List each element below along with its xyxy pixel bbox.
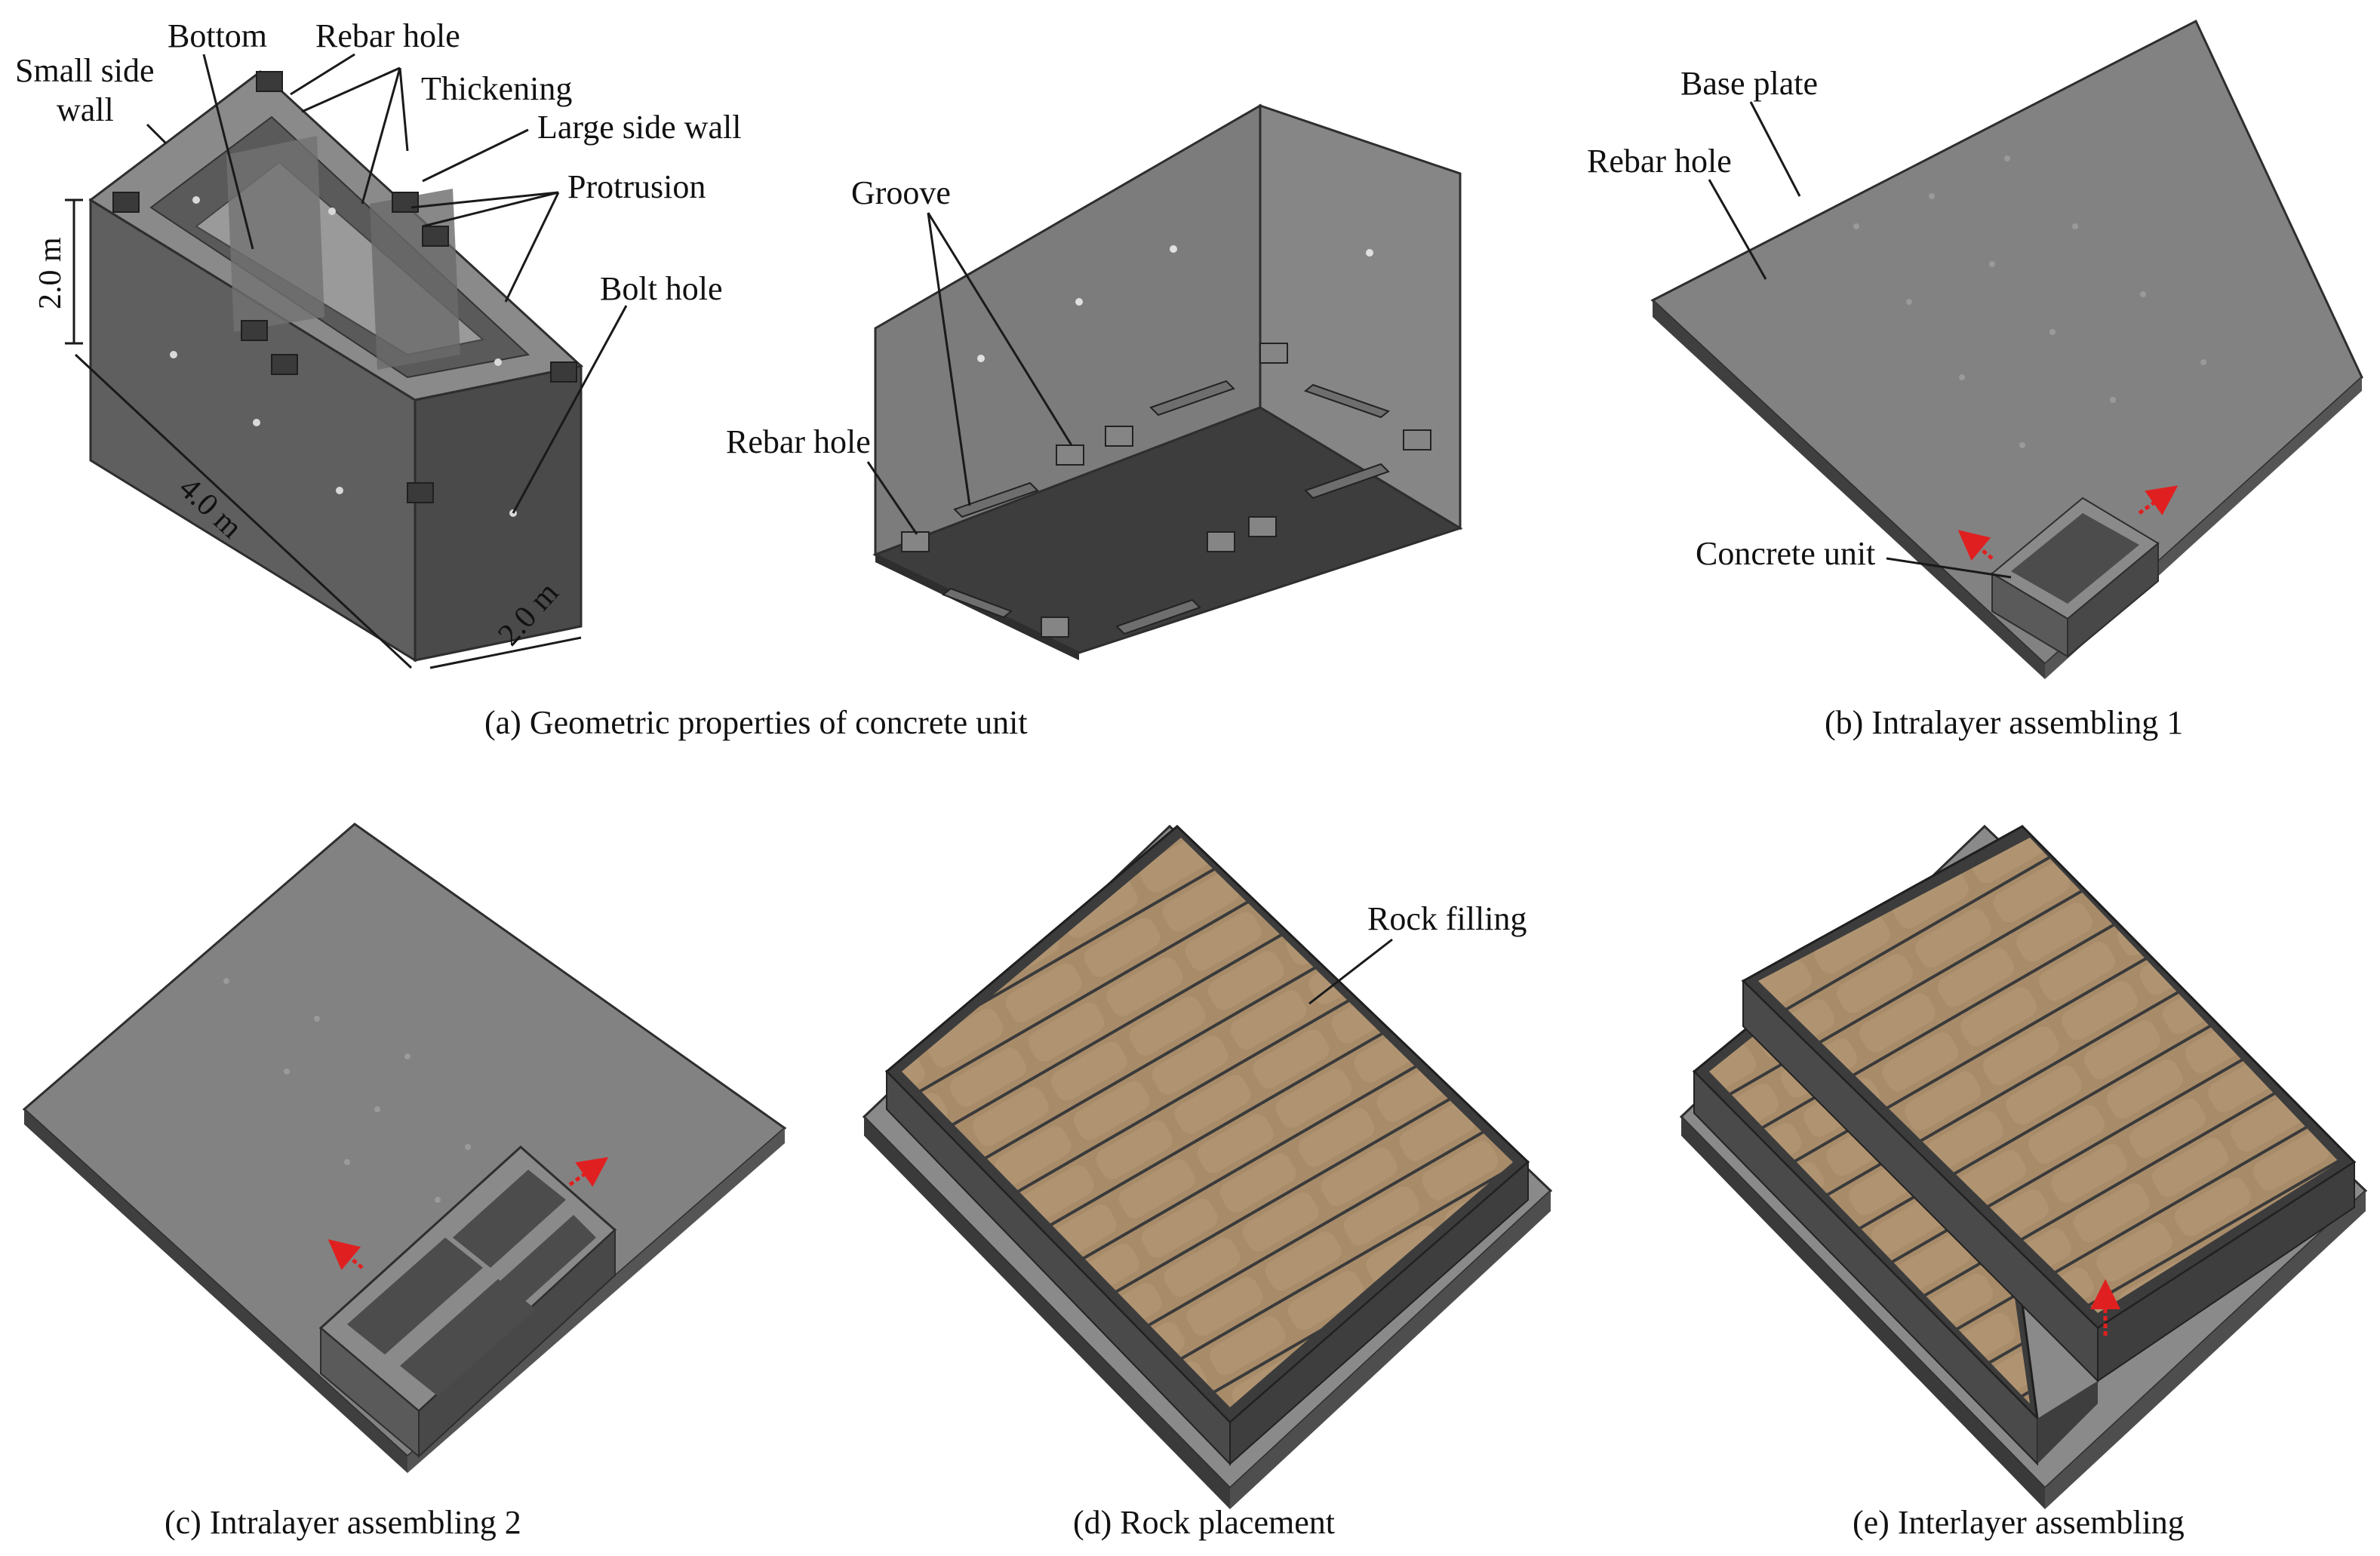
label-protrusion: Protrusion: [567, 168, 706, 205]
label-thickening: Thickening: [421, 70, 572, 107]
leader-lines-box: [866, 212, 1073, 535]
arrow-left-c: [327, 1239, 364, 1271]
label-base-plate: Base plate: [1680, 65, 1818, 102]
dim-height: 2.0 m: [33, 237, 68, 309]
rock-placement-grid: [862, 824, 1553, 1509]
arrow-right-c: [568, 1157, 609, 1187]
caption-d: (d) Rock placement: [1073, 1504, 1335, 1541]
concrete-units-c: [318, 1145, 617, 1459]
arrow-right-b: [2138, 485, 2179, 515]
label-groove: Groove: [851, 174, 951, 211]
label-small-side-wall-1: Small side: [15, 52, 155, 89]
dimension-lines-a: [65, 198, 582, 669]
caption-a: (a) Geometric properties of concrete uni…: [484, 704, 1028, 741]
label-bottom: Bottom: [168, 17, 267, 54]
caption-b: (b) Intralayer assembling 1: [1825, 704, 2183, 741]
label-bolt-hole: Bolt hole: [600, 270, 723, 307]
label-rock-filling: Rock filling: [1367, 900, 1527, 937]
label-rebar-hole-box: Rebar hole: [726, 423, 871, 460]
leader-lines-b: [1708, 101, 2012, 579]
label-rebar-hole-b: Rebar hole: [1587, 143, 1732, 180]
label-large-side-wall: Large side wall: [537, 109, 741, 146]
label-rebar-hole-a: Rebar hole: [315, 17, 460, 54]
arrow-left-b: [1957, 530, 1994, 561]
open-box-diagram: [872, 103, 1463, 660]
leader-lines-a: [146, 53, 628, 514]
interlayer-assembly: [1679, 824, 2368, 1509]
concrete-unit-diagram: [88, 70, 584, 663]
caption-c: (c) Intralayer assembling 2: [165, 1504, 521, 1541]
label-concrete-unit: Concrete unit: [1696, 535, 1875, 572]
caption-e: (e) Interlayer assembling: [1853, 1504, 2185, 1541]
base-plate-c: [22, 823, 787, 1473]
concrete-unit-b: [1991, 497, 2160, 659]
label-small-side-wall-2: wall: [57, 91, 114, 128]
leader-line-d: [1308, 938, 1393, 1005]
